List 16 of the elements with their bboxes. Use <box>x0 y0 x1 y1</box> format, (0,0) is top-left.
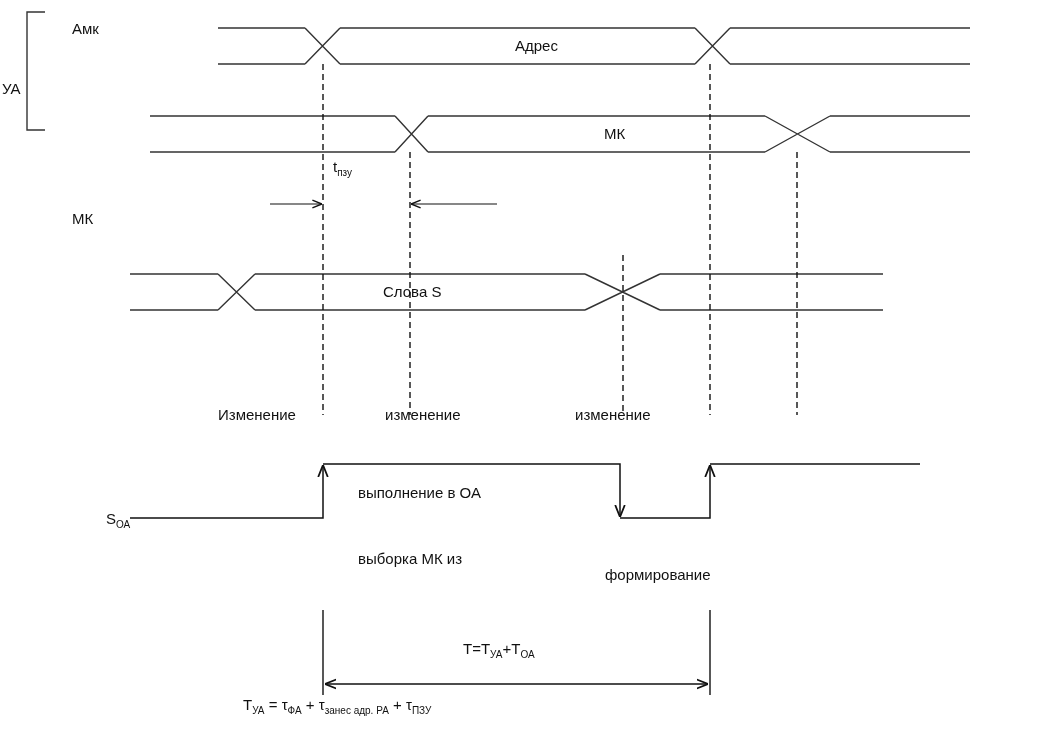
period-label: T=T$_{УА}$+T$_{ОА}$ <box>463 640 535 662</box>
bus-value-label: МК <box>604 125 626 143</box>
signal-label: МК <box>72 210 94 228</box>
phase-label: формирование <box>605 566 711 584</box>
phase-label: выборка МК из <box>358 550 463 568</box>
signal-label: Амк <box>72 20 99 38</box>
signal-label: S$_{ОА}$ <box>106 510 131 532</box>
bus-value-label: Адрес <box>515 37 558 55</box>
group-label: УА <box>2 80 21 98</box>
time-label: t$_{пзу}$ <box>333 158 353 180</box>
formula: T$_{УА}$ = τ$_{ФА}$ + τ$_{занес адр. РА}$ + τ$_{ПЗУ}$ <box>243 696 432 718</box>
event-label: Изменение <box>218 406 296 424</box>
bus-value-label: Слова S <box>383 283 442 301</box>
phase-label: выполнение в ОА <box>358 484 481 502</box>
event-label: изменение <box>575 406 651 424</box>
event-label: изменение <box>385 406 461 424</box>
